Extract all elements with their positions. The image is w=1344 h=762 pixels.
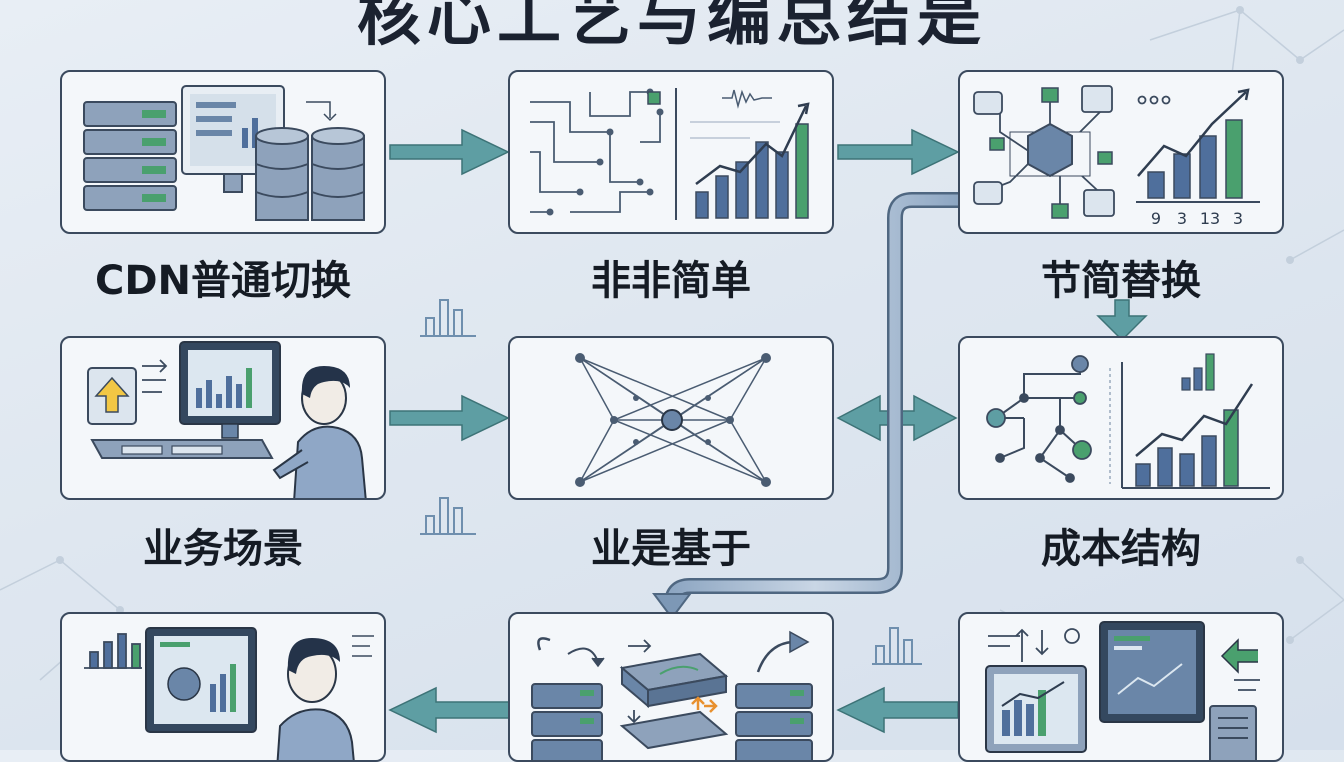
node-label-replace: 节简替换 <box>1041 258 1201 304</box>
person-icon <box>272 366 367 498</box>
node-label-scene: 业务场景 <box>143 526 303 572</box>
monitor-icon <box>985 621 1205 753</box>
person-icon <box>276 638 355 760</box>
bar-chart-icon <box>84 633 142 669</box>
node-label-base: 业是基于 <box>591 526 751 572</box>
database-icon <box>255 127 365 221</box>
switch-stack-icon <box>531 652 813 760</box>
bar-chart-icon <box>695 123 809 219</box>
node-label-cost: 成本结构 <box>1041 526 1201 572</box>
monitor-icon <box>145 627 257 733</box>
node-card-simple <box>508 70 834 234</box>
node-card-workstation <box>958 612 1284 762</box>
tick-label: 9 <box>1151 209 1161 228</box>
node-card-base <box>508 336 834 500</box>
node-card-replace: 9 3 13 3 <box>958 70 1284 234</box>
node-label-cdn: CDN普通切换 <box>94 258 352 304</box>
bar-chart-icon <box>1147 119 1243 199</box>
tick-label: 3 <box>1233 209 1243 228</box>
node-card-switches <box>508 612 834 762</box>
server-rack-icon <box>83 101 177 211</box>
node-label-simple: 非非简单 <box>591 258 751 304</box>
upload-icon <box>87 367 137 425</box>
floating-chart-icon <box>420 299 476 337</box>
node-card-analyst <box>60 612 386 762</box>
tick-label: 3 <box>1177 209 1187 228</box>
node-card-scene <box>60 336 386 500</box>
mesh-graph-icon <box>575 353 771 487</box>
diagram-title: 核心工艺与编总结是 <box>357 0 987 55</box>
node-card-cost <box>958 336 1284 500</box>
monitor-icon <box>179 341 281 439</box>
bar-chart-icon <box>1135 409 1239 487</box>
node-card-cdn <box>60 70 386 234</box>
tick-label: 13 <box>1200 209 1220 228</box>
circuit-icon <box>530 91 661 213</box>
